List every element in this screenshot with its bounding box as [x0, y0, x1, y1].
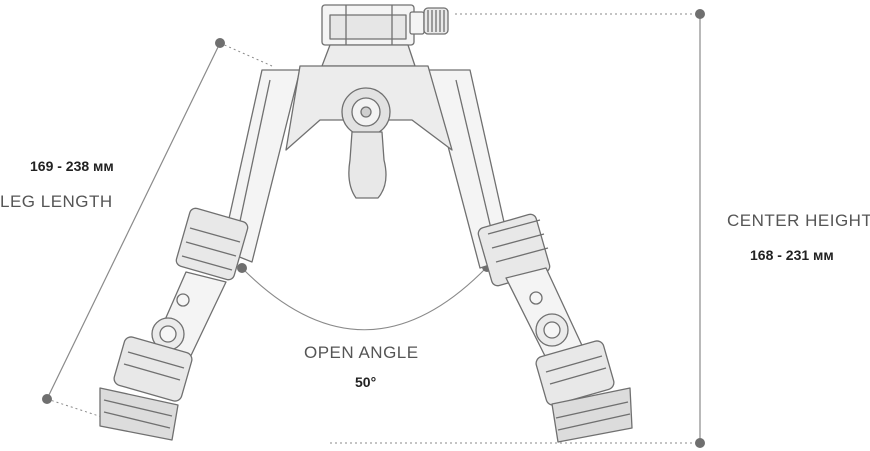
left-foot: [99, 387, 179, 441]
open-angle-arc: [241, 266, 488, 331]
leg-length-top-dot: [215, 38, 225, 48]
leg-length-caption: LEG LENGTH: [0, 192, 113, 211]
bipod: [99, 4, 633, 443]
leg-length-value: 169 - 238 мм: [30, 158, 114, 174]
center-height-caption: CENTER HEIGHT: [727, 211, 870, 230]
leg-length-line: [46, 42, 221, 400]
leg-length-top-dotted-line: [219, 42, 273, 67]
center-height-value: 168 - 231 мм: [750, 247, 834, 263]
center-height-top-dot: [695, 9, 705, 19]
right-leg: [427, 69, 633, 443]
rail-clamp: [321, 4, 449, 46]
leg-length-bottom-dot: [42, 394, 52, 404]
center-height-bottom-dot: [695, 438, 705, 448]
open-angle-left-dot: [237, 263, 247, 273]
open-angle-value: 50°: [355, 374, 377, 390]
leg-length-bottom-dotted-line: [46, 398, 106, 419]
tension-lever: [348, 131, 387, 199]
center-hub: [285, 65, 453, 199]
left-leg: [99, 69, 301, 441]
right-foot: [551, 387, 633, 443]
base-neck: [321, 44, 416, 67]
open-angle-caption: OPEN ANGLE: [304, 343, 419, 362]
clamp-knob: [423, 7, 449, 35]
dimension-lines: [46, 13, 701, 444]
